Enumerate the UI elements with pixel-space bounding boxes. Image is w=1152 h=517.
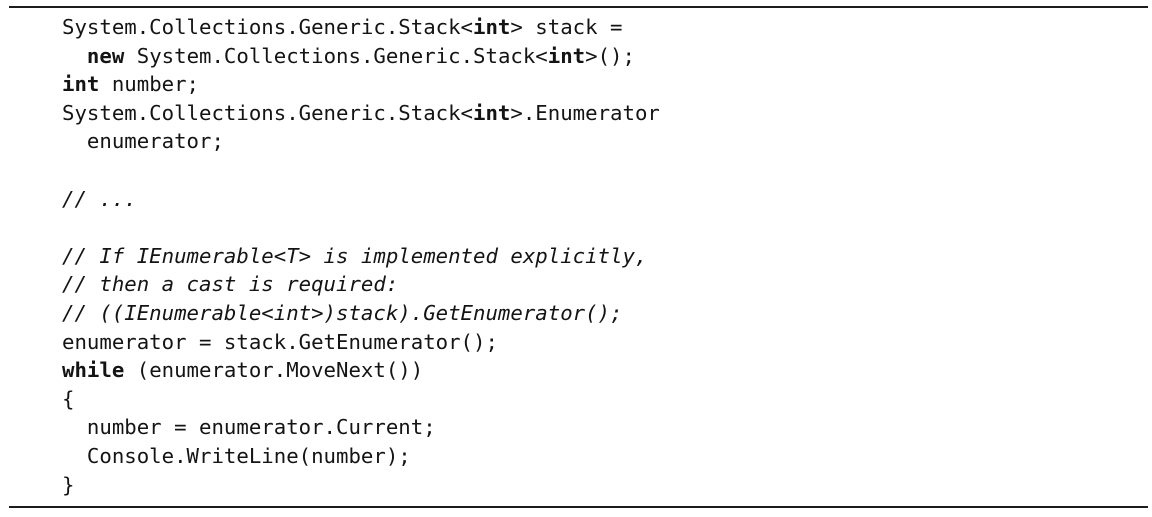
code-line: new System.Collections.Generic.Stack<int… (62, 42, 660, 71)
code-segment-plain: System.Collections.Generic.Stack< (124, 43, 548, 68)
code-segment-keyword: int (62, 72, 100, 97)
code-segment-comment: // then a cast is required: (62, 272, 399, 297)
code-segment-comment: // ((IEnumerable<int>)stack).GetEnumerat… (62, 300, 623, 325)
code-line: enumerator = stack.GetEnumerator(); (62, 328, 660, 357)
code-segment-plain: { (62, 386, 75, 411)
code-block: System.Collections.Generic.Stack<int> st… (62, 13, 660, 499)
code-segment-plain: >(); (585, 43, 635, 68)
code-line: while (enumerator.MoveNext()) (62, 356, 660, 385)
code-segment-plain: enumerator; (62, 129, 224, 154)
code-line: // ... (62, 185, 660, 214)
code-segment-plain: } (62, 472, 75, 497)
code-segment-plain: (enumerator.MoveNext()) (124, 358, 424, 383)
code-segment-keyword: int (473, 15, 511, 39)
code-line: number = enumerator.Current; (62, 413, 660, 442)
top-rule (9, 6, 1148, 8)
code-line (62, 213, 660, 242)
code-segment-keyword: int (473, 100, 511, 125)
code-segment-plain (62, 44, 87, 68)
code-segment-keyword: while (62, 358, 125, 383)
code-segment-keyword: new (86, 43, 125, 68)
code-segment-plain: Console.WriteLine(number); (62, 443, 411, 468)
code-segment-plain: System.Collections.Generic.Stack< (62, 15, 474, 39)
code-segment-plain: enumerator = stack.GetEnumerator(); (62, 329, 498, 354)
code-segment-comment: // If IEnumerable<T> is implemented expl… (62, 243, 648, 268)
code-line: // ((IEnumerable<int>)stack).GetEnumerat… (62, 299, 660, 328)
code-segment-plain: number = enumerator.Current; (62, 415, 436, 440)
code-line: enumerator; (62, 127, 660, 156)
code-line: // If IEnumerable<T> is implemented expl… (62, 242, 660, 271)
code-segment-plain: > stack = (510, 15, 623, 39)
code-segment-plain: number; (99, 72, 200, 97)
code-line: Console.WriteLine(number); (62, 442, 660, 471)
code-line (62, 156, 660, 185)
code-line: int number; (62, 70, 660, 99)
code-segment-keyword: int (547, 43, 586, 68)
bottom-rule (9, 506, 1148, 508)
code-line: { (62, 385, 660, 414)
code-line: // then a cast is required: (62, 270, 660, 299)
code-segment-plain: System.Collections.Generic.Stack< (62, 100, 474, 125)
code-line: System.Collections.Generic.Stack<int>.En… (62, 99, 660, 128)
code-segment-plain: >.Enumerator (510, 100, 660, 125)
code-line: } (62, 471, 660, 500)
code-segment-comment: // ... (62, 186, 137, 211)
code-line: System.Collections.Generic.Stack<int> st… (62, 13, 660, 42)
